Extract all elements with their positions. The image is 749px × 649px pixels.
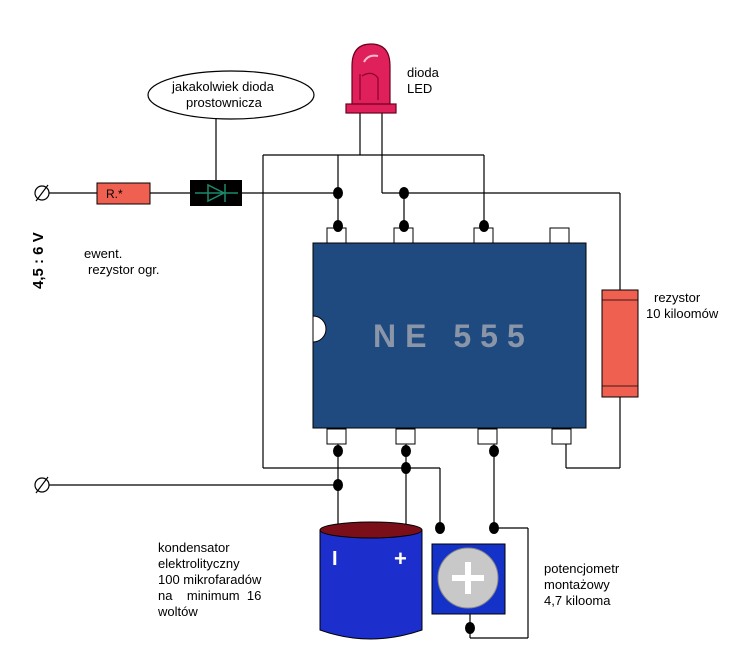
callout-line-1: jakakolwiek dioda	[171, 79, 275, 94]
supply-terminal-positive	[34, 184, 50, 202]
electrolytic-capacitor: I +	[319, 521, 423, 640]
pin-1	[326, 428, 347, 445]
chip-label: NE 555	[373, 318, 534, 354]
led-label-2: LED	[407, 81, 432, 96]
junction-dot	[333, 479, 343, 491]
capacitor-label-5: woltów	[157, 604, 198, 619]
capacitor-label-4: na minimum 16	[158, 588, 261, 603]
resistor-10k-label-2: 10 kiloomów	[646, 306, 719, 321]
rectifier-diode	[190, 180, 242, 206]
junction-dot	[401, 445, 411, 457]
pin-5	[549, 227, 570, 244]
potentiometer	[431, 543, 506, 615]
potentiometer-label-3: 4,7 kilooma	[544, 593, 611, 608]
pin-4	[551, 428, 572, 445]
junction-dot	[489, 522, 499, 534]
led-label-1: dioda	[407, 65, 440, 80]
led	[345, 43, 397, 114]
junction-dot	[401, 462, 411, 474]
junction-dot	[333, 445, 343, 457]
chip-top-pins	[326, 227, 570, 244]
capacitor-plus: +	[394, 546, 407, 571]
junction-dot	[435, 522, 445, 534]
diode-callout: jakakolwiek dioda prostownicza	[147, 70, 315, 120]
capacitor-label-3: 100 mikrofaradów	[158, 572, 262, 587]
pin-3	[477, 428, 498, 445]
potentiometer-label-2: montażowy	[544, 577, 610, 592]
junction-dot	[489, 445, 499, 457]
supply-voltage-label: 4,5 : 6 V	[30, 232, 47, 289]
callout-line-2: prostownicza	[186, 95, 263, 110]
junction-dot	[333, 187, 343, 199]
potentiometer-label-1: potencjometr	[544, 561, 620, 576]
wires	[42, 112, 621, 639]
pin-2	[395, 428, 416, 445]
supply-terminal-ground	[34, 476, 50, 494]
junction-dot	[465, 622, 475, 634]
optional-resistor-label-2: rezystor ogr.	[88, 262, 160, 277]
capacitor-label-1: kondensator	[158, 540, 230, 555]
ne555-chip: NE 555	[312, 242, 587, 429]
capacitor-minus: I	[332, 548, 338, 570]
capacitor-label-2: elektrolityczny	[158, 556, 240, 571]
junction-dots	[333, 187, 499, 634]
junction-dot	[399, 187, 409, 199]
resistor-10k	[601, 289, 639, 398]
resistor-10k-label-1: rezystor	[654, 290, 701, 305]
chip-bottom-pins	[326, 428, 572, 445]
optional-resistor: R.*	[96, 182, 151, 205]
junction-dot	[479, 220, 489, 232]
resistor-marking: R.*	[106, 187, 123, 201]
optional-resistor-label-1: ewent.	[84, 246, 122, 261]
junction-dot	[333, 220, 343, 232]
junction-dot	[399, 220, 409, 232]
